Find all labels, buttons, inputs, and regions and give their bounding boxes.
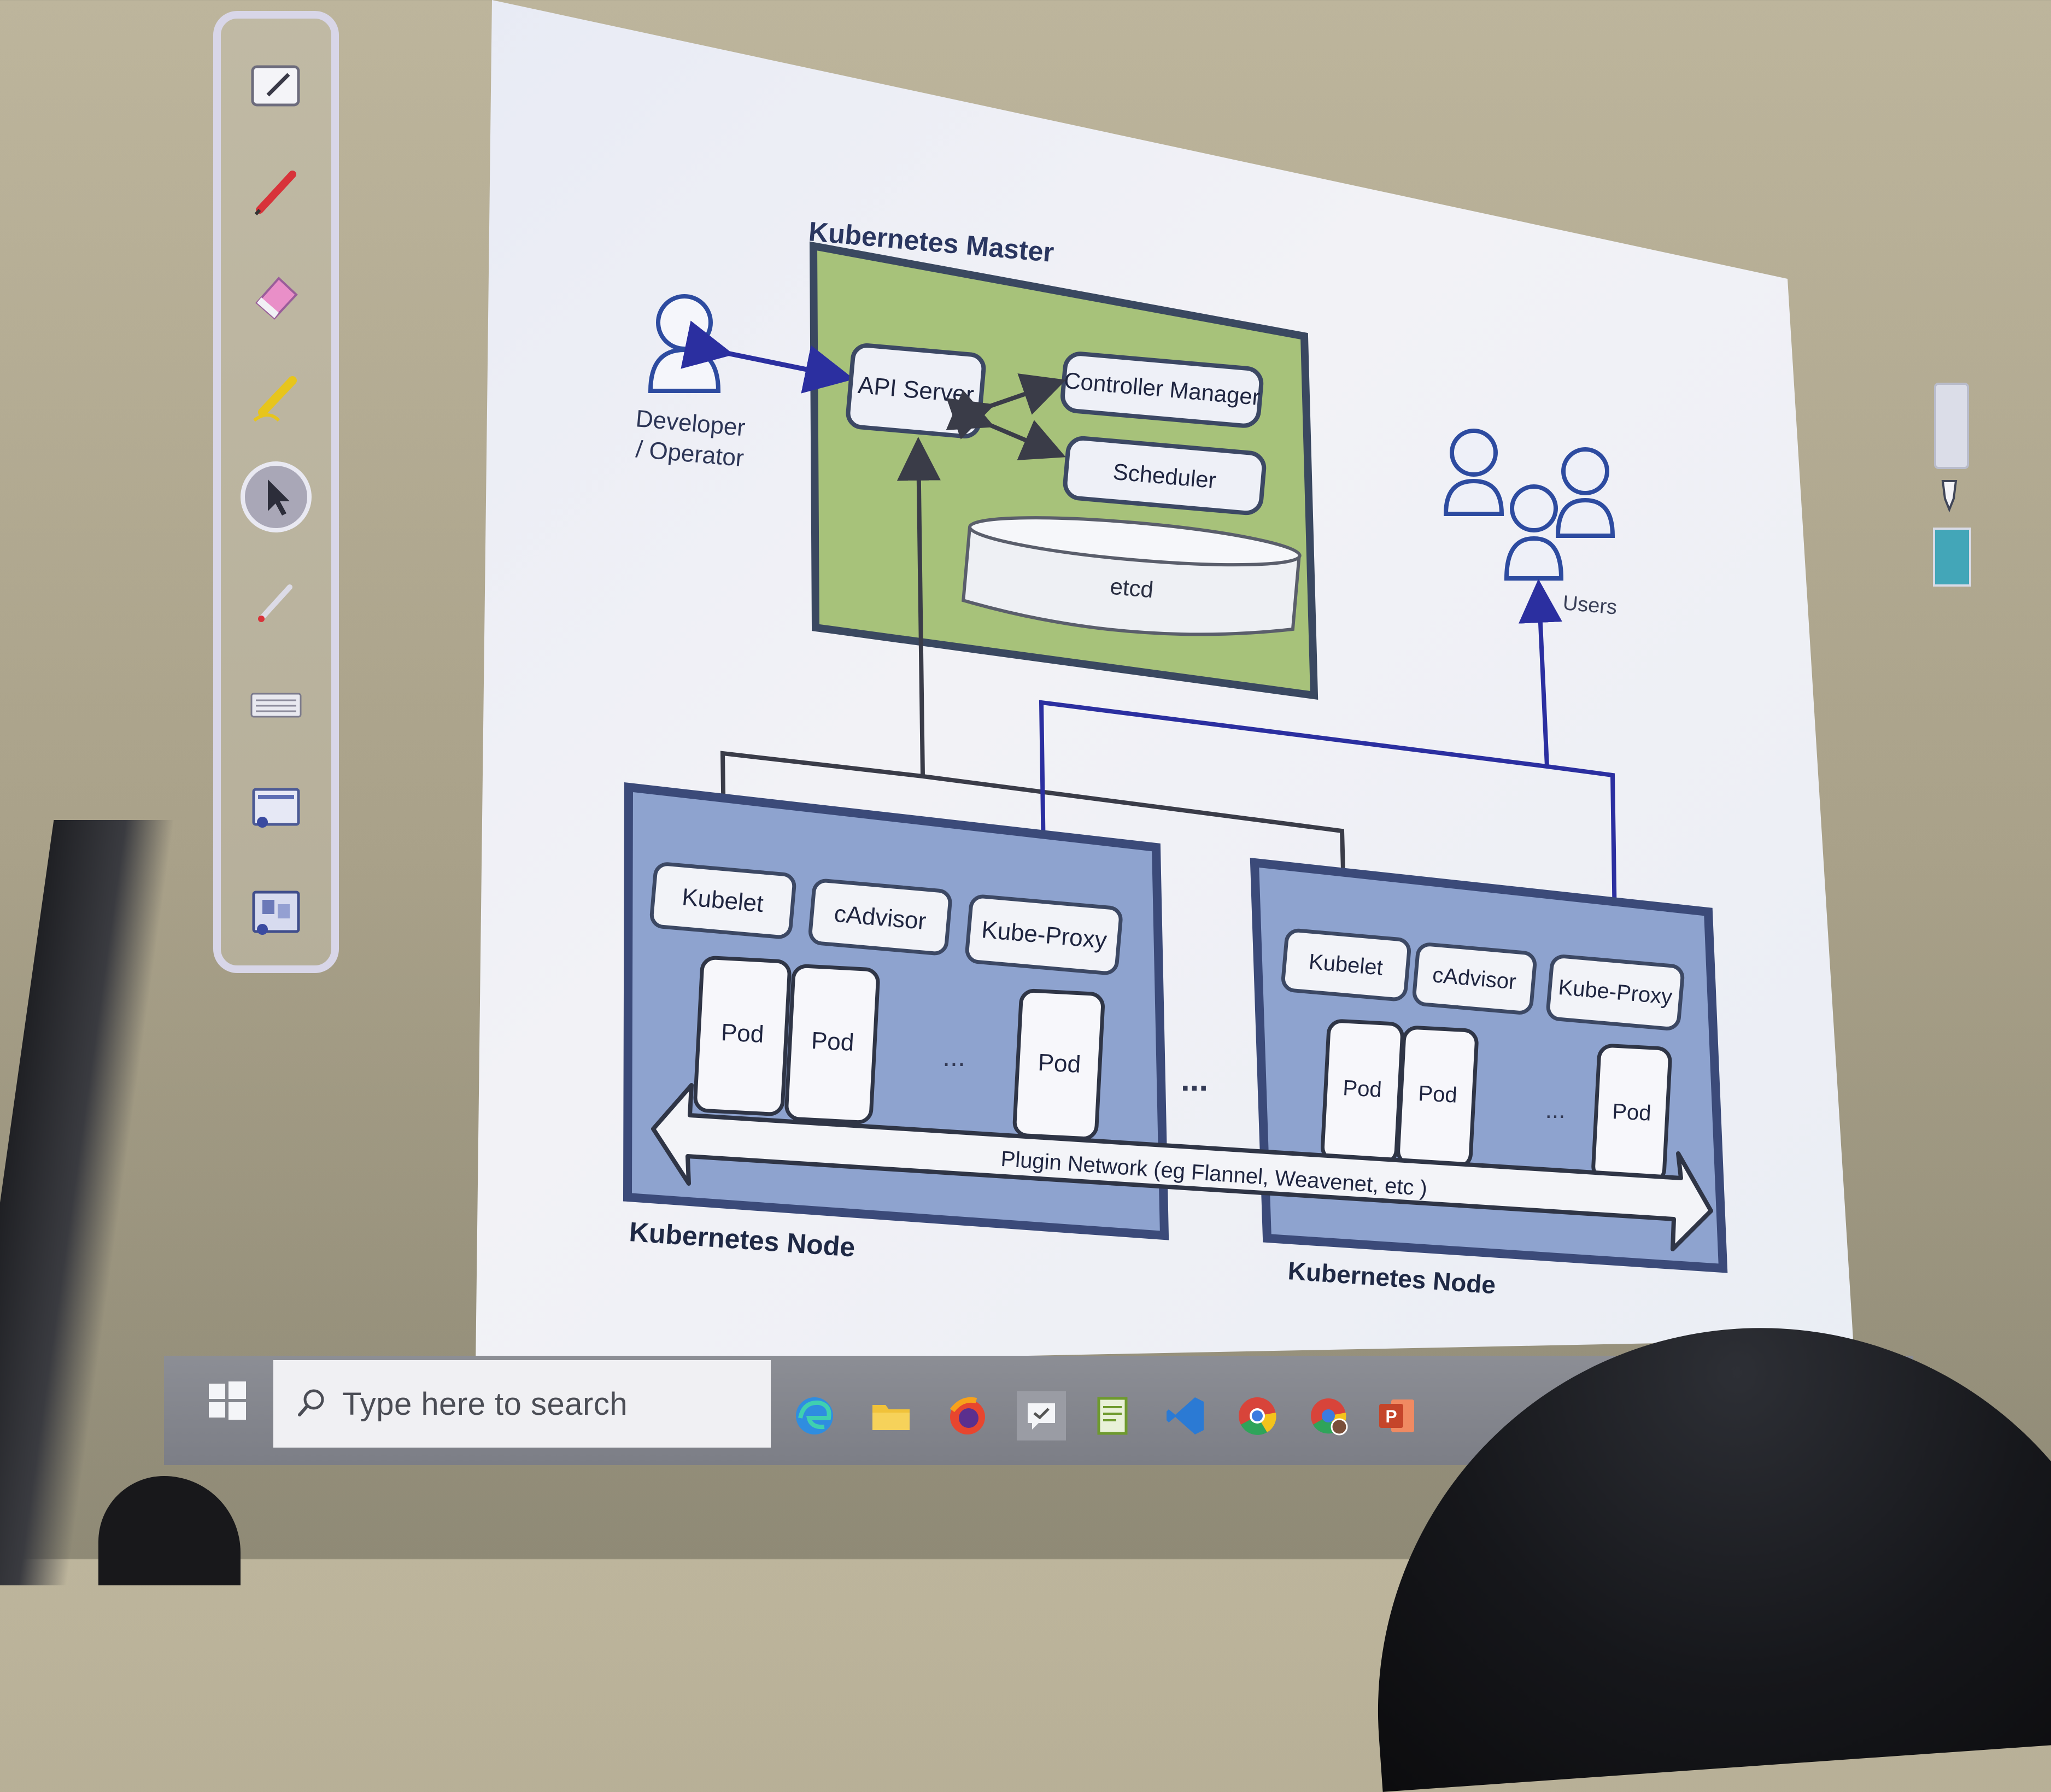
chrome-icon[interactable]: [1233, 1391, 1282, 1440]
node2-cadvisor-box: [1412, 942, 1537, 1015]
operator-label: / Operator: [635, 436, 745, 472]
side-panel: [1930, 383, 1971, 590]
developer-api-arrow: [681, 320, 854, 394]
eraser-icon[interactable]: [241, 259, 312, 330]
node1-cadvisor-box: [808, 879, 952, 956]
search-icon: [295, 1386, 328, 1422]
chrome-profile-icon[interactable]: [1304, 1391, 1353, 1440]
node1-pod-3-label: Pod: [1038, 1049, 1082, 1078]
developer-label: Developer: [635, 405, 746, 441]
node2-pod-3-label: Pod: [1612, 1099, 1651, 1126]
users-label: Users: [1562, 592, 1618, 619]
firefox-icon[interactable]: [943, 1391, 992, 1440]
kubelet-api-connector: [896, 437, 941, 777]
node1-pod-2-label: Pod: [811, 1027, 855, 1056]
kubernetes-architecture-diagram: Kubernetes Master Developer / Operator A…: [623, 216, 1728, 1299]
windows-start-icon[interactable]: [208, 1380, 247, 1420]
feedback-icon[interactable]: [1017, 1391, 1066, 1440]
developer-icon: [648, 294, 721, 393]
api-kubelets-connector: [720, 751, 1366, 938]
etcd-cylinder: etcd: [962, 516, 1302, 636]
screen-capture-icon[interactable]: [241, 773, 312, 844]
node1-ellipsis: ...: [942, 1041, 965, 1072]
between-nodes-ellipsis: ...: [1181, 1061, 1208, 1098]
presentation-icon[interactable]: [241, 877, 312, 948]
node2-ellipsis: ...: [1545, 1097, 1566, 1123]
node2-kube-proxy-box: [1546, 954, 1685, 1030]
plugin-network-arrow: [651, 1083, 1713, 1251]
taskbar-search-box[interactable]: Type here to search: [273, 1360, 771, 1448]
node1-title: Kubernetes Node: [628, 1216, 856, 1263]
vscode-icon[interactable]: [1162, 1391, 1211, 1440]
node1-kubelet-box: [649, 862, 796, 939]
select-pointer-icon[interactable]: [241, 461, 312, 532]
edge-icon[interactable]: [790, 1391, 839, 1440]
node2-kubelet-box: [1281, 928, 1411, 1002]
panel-arrows-icon[interactable]: [1934, 383, 1969, 469]
search-placeholder: Type here to search: [342, 1386, 628, 1422]
node2-pod-1-label: Pod: [1342, 1076, 1382, 1102]
whiteboard-toolbar: [213, 11, 339, 973]
node1-kube-proxy-box: [965, 894, 1123, 975]
etcd-label: etcd: [1109, 573, 1155, 603]
users-icon: [1443, 429, 1615, 581]
keyboard-icon[interactable]: [241, 669, 312, 740]
scheduler-box: [1063, 436, 1267, 516]
node2-pod-2-label: Pod: [1417, 1081, 1457, 1108]
pen-tip-icon[interactable]: [1938, 476, 1960, 514]
api-scheduler-arrow: [946, 390, 1066, 460]
node2-title: Kubernetes Node: [1287, 1256, 1497, 1299]
whiteboard-icon[interactable]: [241, 51, 312, 122]
svg-text:P: P: [1385, 1407, 1397, 1426]
file-explorer-icon[interactable]: [866, 1391, 916, 1440]
laser-pen-icon[interactable]: [241, 565, 312, 636]
highlighter-icon[interactable]: [241, 363, 312, 434]
red-pen-icon[interactable]: [241, 155, 312, 226]
node1-pod-2: [784, 964, 880, 1125]
notepad-icon[interactable]: [1088, 1391, 1137, 1440]
node1-pod-1-label: Pod: [720, 1019, 765, 1048]
screen-thumbnail-icon[interactable]: [1933, 528, 1971, 587]
users-arrow: [1518, 579, 1562, 767]
node1-pod-1: [693, 956, 792, 1116]
powerpoint-icon[interactable]: P: [1372, 1391, 1421, 1440]
